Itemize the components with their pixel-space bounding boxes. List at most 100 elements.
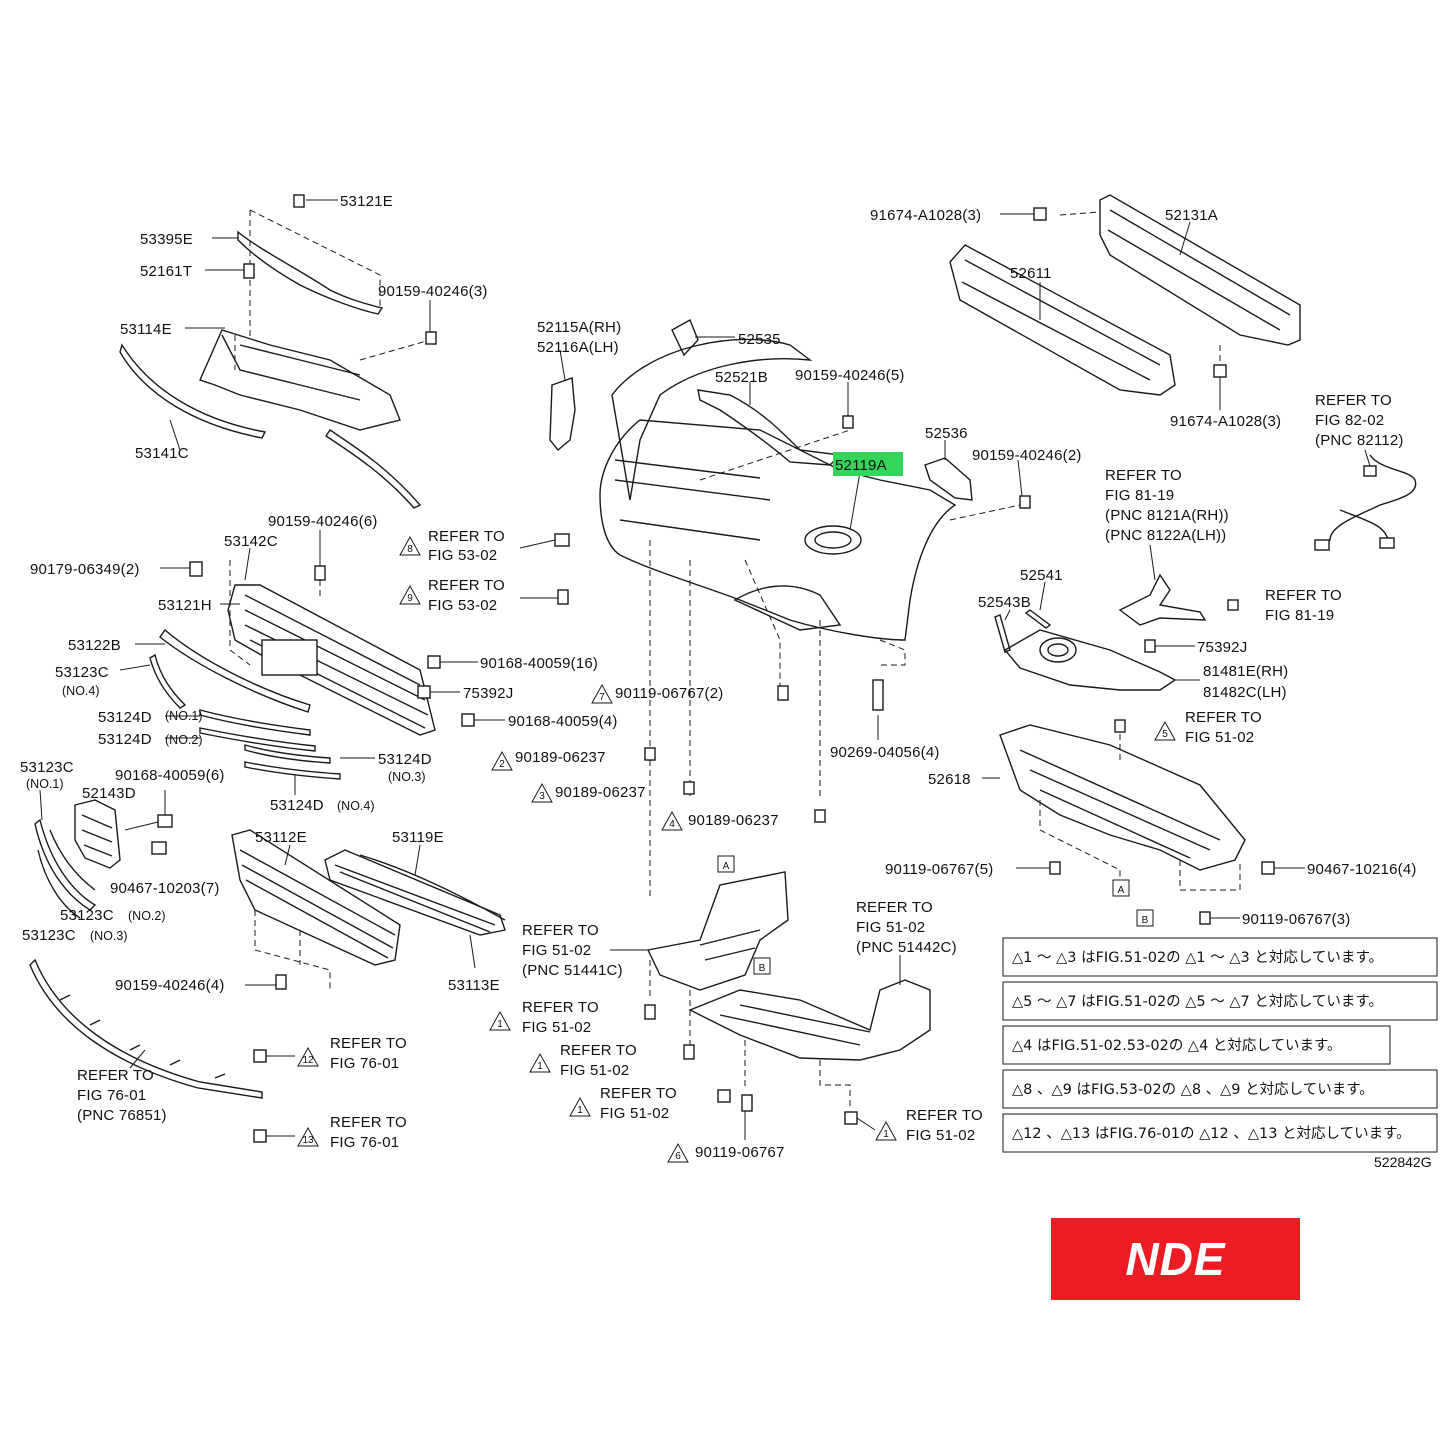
svg-text:8: 8 [407, 544, 413, 555]
mark-b-right: B [1142, 915, 1149, 926]
label-81481E: 81481E(RH) [1203, 663, 1288, 680]
fog-cover-group: 52541 52543B 75392J 81481E(RH) 81482C(LH… [978, 567, 1288, 701]
refer-51-02-5-line1: REFER TO [1185, 709, 1262, 726]
refer-81-19-line4: (PNC 8122A(LH)) [1105, 527, 1226, 544]
label-52521B: 52521B [715, 369, 768, 386]
refer-81-19b-line1: REFER TO [1265, 587, 1342, 604]
refer-53-02-9-line1: REFER TO [428, 577, 505, 594]
refer-51-02-1b-line1: REFER TO [560, 1042, 637, 1059]
refer-81-19-line2: FIG 81-19 [1105, 487, 1174, 504]
refer-76-01-line2: FIG 76-01 [77, 1087, 146, 1104]
svg-text:7: 7 [599, 692, 605, 703]
label-90159-40246-3: 90159-40246(3) [378, 283, 488, 300]
svg-text:9: 9 [407, 593, 413, 604]
refer-81-19-line1: REFER TO [1105, 467, 1182, 484]
refer-51-02-1c-line1: REFER TO [600, 1085, 677, 1102]
refer-76-01-13-line2: FIG 76-01 [330, 1134, 399, 1151]
bumper-cover-group: 52115A(RH) 52116A(LH) 52535 52521B 90159… [537, 319, 1082, 900]
refer-51-02-1d-line1: REFER TO [906, 1107, 983, 1124]
refer-51441C-line2: FIG 51-02 [522, 942, 591, 959]
svg-text:1: 1 [883, 1129, 889, 1140]
label-81482C: 81482C(LH) [1203, 684, 1287, 701]
label-53124D-3: 53124D [378, 751, 432, 768]
note-no4-a: (NO.4) [62, 684, 100, 698]
refer-81-19-line3: (PNC 8121A(RH)) [1105, 507, 1229, 524]
note-no4-b: (NO.4) [337, 799, 375, 813]
label-53121E: 53121E [340, 193, 393, 210]
note-no1-a: (NO.1) [165, 709, 203, 723]
refer-51441C-line1: REFER TO [522, 922, 599, 939]
spoiler-group: REFER TO FIG 76-01 (PNC 76851) 12 REFER … [29, 958, 407, 1151]
brand-logo-text: NDE [1125, 1233, 1226, 1285]
refer-51442C-line3: (PNC 51442C) [856, 939, 957, 956]
refer-51-02-5-line2: FIG 51-02 [1185, 729, 1254, 746]
radiator-grille-group: 90159-40246(6) 53142C 90179-06349(2) 531… [30, 513, 618, 814]
label-53122B: 53122B [68, 637, 121, 654]
label-90159-40246-2: 90159-40246(2) [972, 447, 1082, 464]
label-90269-04056: 90269-04056(4) [830, 744, 940, 761]
mark-a-center: A [723, 861, 730, 872]
refer-82-02-line2: FIG 82-02 [1315, 412, 1384, 429]
label-53121H: 53121H [158, 597, 212, 614]
refer-76-01-12-line1: REFER TO [330, 1035, 407, 1052]
refer-81-19b-line2: FIG 81-19 [1265, 607, 1334, 624]
label-90119-06767-3: 90119-06767(3) [1242, 911, 1350, 928]
label-90168-40059-4: 90168-40059(4) [508, 713, 618, 730]
mark-a-right: A [1118, 885, 1125, 896]
refer-82-02-line3: (PNC 82112) [1315, 432, 1404, 449]
refer-51-02-1a-line2: FIG 51-02 [522, 1019, 591, 1036]
upper-grille-group: 53121E 53395E 52161T 90159-40246(3) 5311… [119, 193, 488, 509]
label-52131A: 52131A [1165, 207, 1218, 224]
refer-51-02-1b-line2: FIG 51-02 [560, 1062, 629, 1079]
svg-text:12: 12 [302, 1055, 314, 1066]
label-90119-06767-6: 90119-06767 [695, 1144, 785, 1161]
label-52541: 52541 [1020, 567, 1063, 584]
refer-51-02-1c-line2: FIG 51-02 [600, 1105, 669, 1122]
label-90467-10203: 90467-10203(7) [110, 880, 220, 897]
label-52618: 52618 [928, 771, 971, 788]
note-no2-b: (NO.2) [128, 909, 166, 923]
label-90119-06767-5: 90119-06767(5) [885, 861, 993, 878]
label-53395E: 53395E [140, 231, 193, 248]
highlight-52119A [833, 452, 903, 476]
svg-text:1: 1 [537, 1061, 543, 1072]
label-90159-40246-6: 90159-40246(6) [268, 513, 378, 530]
label-52543B: 52543B [978, 594, 1031, 611]
note-no1-b: (NO.1) [26, 777, 64, 791]
label-52119A: 52119A [835, 457, 887, 474]
refer-53-02-8-line2: FIG 53-02 [428, 547, 497, 564]
wire-harness-group: REFER TO FIG 82-02 (PNC 82112) REFER TO … [1105, 392, 1417, 626]
legend-note-3: △4 はFIG.51-02.53-02の △4 と対応しています。 [1012, 1037, 1342, 1054]
label-90189-06237-3: 90189-06237 [555, 784, 646, 801]
label-52161T: 52161T [140, 263, 192, 280]
label-90189-06237-2: 90189-06237 [515, 749, 606, 766]
label-52143D: 52143D [82, 785, 136, 802]
svg-text:6: 6 [675, 1151, 681, 1162]
svg-text:5: 5 [1162, 729, 1168, 740]
center-fasteners-group: 7 90119-06767(2) 90269-04056(4) 2 90189-… [491, 679, 940, 831]
label-52115A: 52115A(RH) [537, 319, 621, 336]
label-52536: 52536 [925, 425, 968, 442]
label-53119E: 53119E [392, 829, 444, 846]
refer-82-02-line1: REFER TO [1315, 392, 1392, 409]
label-90467-10216-4: 90467-10216(4) [1307, 861, 1417, 878]
label-90159-40246-5: 90159-40246(5) [795, 367, 905, 384]
refer-76-01-13-line1: REFER TO [330, 1114, 407, 1131]
label-90119-06767-2: 90119-06767(2) [615, 685, 723, 702]
label-75392J-right: 75392J [1197, 639, 1247, 656]
side-insert-group: 53123C (NO.1) 90168-40059(6) 52143D 9046… [20, 759, 224, 944]
svg-text:2: 2 [499, 759, 505, 770]
refer-51441C-line3: (PNC 51441C) [522, 962, 623, 979]
label-90179-06349: 90179-06349(2) [30, 561, 140, 578]
refer-51442C-line2: FIG 51-02 [856, 919, 925, 936]
label-53124D-4: 53124D [270, 797, 324, 814]
legend-notes: △1 〜 △3 はFIG.51-02の △1 〜 △3 と対応しています。 △5… [1002, 937, 1438, 1170]
lower-absorber-group: 52618 90119-06767(5) 90467-10216(4) 9011… [885, 709, 1417, 928]
lower-grille-group: 53112E 53119E 53113E 90159-40246(4) [115, 829, 506, 994]
label-53112E: 53112E [255, 829, 307, 846]
refer-76-01-line1: REFER TO [77, 1067, 154, 1084]
refer-76-01-line3: (PNC 76851) [77, 1107, 167, 1124]
label-53124D-1: 53124D [98, 709, 152, 726]
label-52535: 52535 [738, 331, 781, 348]
